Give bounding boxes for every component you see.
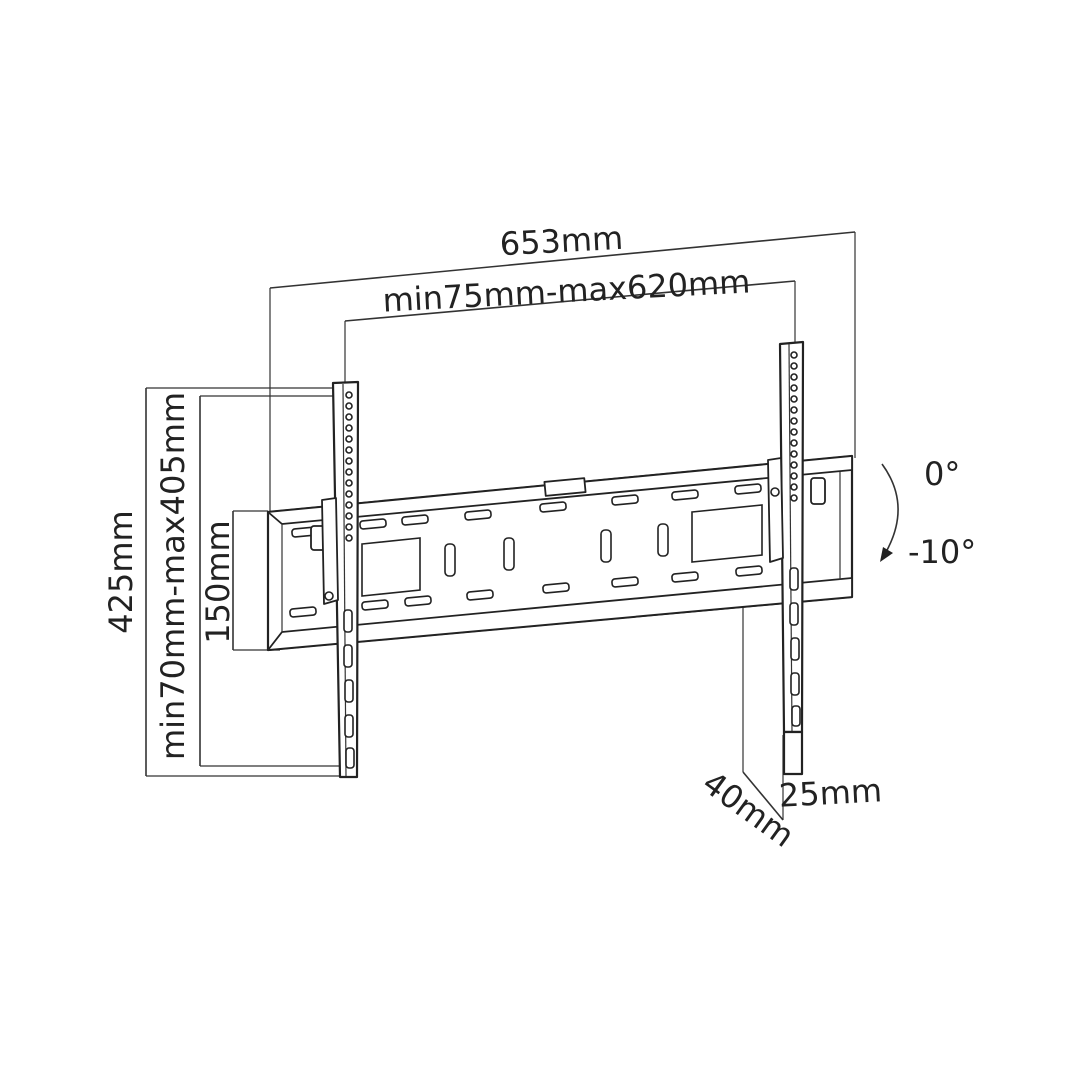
right-arm-slots (789, 567, 801, 727)
label-tilt-lower: -10° (908, 533, 976, 571)
right-cutout (691, 504, 763, 563)
right-hook-plate (767, 457, 784, 563)
right-arm (767, 340, 826, 776)
right-arm-fold (788, 343, 793, 733)
wall-plate (266, 454, 854, 652)
label-overall-width: 653mm (499, 219, 624, 263)
label-vesa-horizontal: min75mm-max620mm (382, 262, 752, 319)
right-hook-bolt (770, 487, 780, 497)
left-arm-slots (343, 609, 355, 769)
label-plate-height: 150mm (199, 520, 237, 643)
bottom-slot-row (289, 565, 763, 618)
dimline-vesa-horizontal (344, 280, 796, 322)
center-clip (543, 477, 587, 497)
dimension-lines (145, 231, 856, 821)
left-cutout (361, 537, 421, 597)
tilt-indicator (880, 463, 899, 562)
left-arm (310, 380, 360, 779)
left-hook-bolt (324, 591, 334, 601)
label-tilt-upper: 0° (924, 455, 960, 493)
left-arm-holes (345, 391, 353, 542)
dimline-overall-width (269, 231, 856, 289)
right-arm-holes (790, 351, 798, 502)
right-tilt-knob (810, 477, 826, 505)
vertical-slots (444, 523, 669, 577)
label-vesa-vertical: min70mm-max405mm (154, 392, 192, 760)
left-hook-plate (321, 497, 339, 605)
label-overall-height: 425mm (102, 510, 140, 633)
wall-plate-bottom-ledge (267, 577, 853, 651)
tilt-arrowhead-icon (880, 547, 893, 562)
left-arm-fold (342, 383, 347, 777)
tilt-arc (881, 463, 899, 553)
label-arm-depth: 25mm (778, 771, 883, 814)
right-arm-foot (782, 730, 804, 776)
dimline-depth (742, 771, 784, 821)
